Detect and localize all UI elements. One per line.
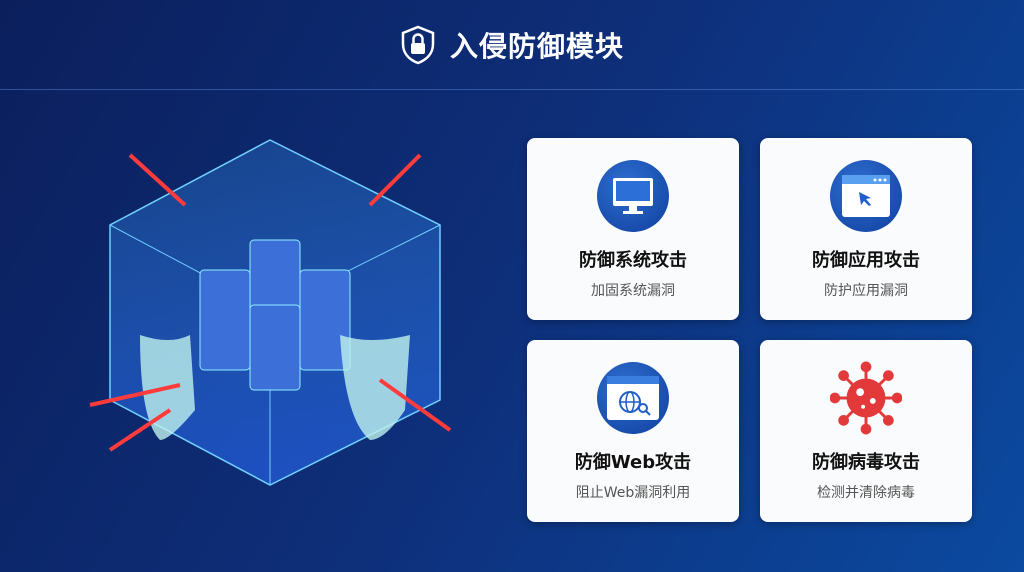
card-title: 防御病毒攻击	[812, 452, 920, 473]
shield-lock-icon	[401, 25, 435, 64]
virus-icon	[830, 361, 902, 435]
card-title: 防御Web攻击	[574, 452, 692, 473]
card-subtitle: 检测并清除病毒	[817, 485, 915, 501]
card-title: 防御系统攻击	[579, 250, 687, 271]
card-subtitle: 加固系统漏洞	[591, 283, 675, 299]
card-web-attack[interactable]: 防御Web攻击 阻止Web漏洞利用	[527, 340, 739, 522]
card-subtitle: 防护应用漏洞	[824, 283, 908, 299]
web-globe-search-icon	[597, 362, 669, 434]
card-application-attack[interactable]: 防御应用攻击 防护应用漏洞	[760, 138, 972, 320]
card-virus-attack[interactable]: 防御病毒攻击 检测并清除病毒	[760, 340, 972, 522]
card-system-attack[interactable]: 防御系统攻击 加固系统漏洞	[527, 138, 739, 320]
app-window-cursor-icon	[830, 160, 902, 232]
monitor-icon	[597, 160, 669, 232]
page-title: 入侵防御模块	[449, 29, 624, 63]
header: 入侵防御模块	[0, 0, 1024, 90]
server-cube-illustration	[89, 139, 452, 486]
card-title: 防御应用攻击	[812, 250, 920, 271]
card-subtitle: 阻止Web漏洞利用	[575, 485, 691, 501]
